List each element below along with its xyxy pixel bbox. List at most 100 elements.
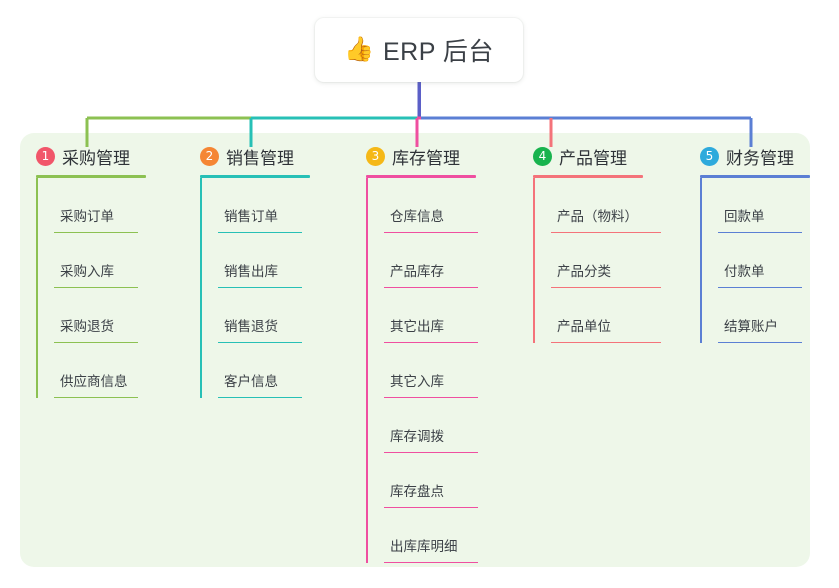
- list-item-label: 产品单位: [557, 319, 611, 334]
- column-1: 1 采购管理采购订单采购入库采购退货供应商信息: [36, 144, 146, 398]
- list-item-rule: [718, 286, 802, 288]
- list-item[interactable]: 回款单: [718, 178, 810, 233]
- column-header-4[interactable]: 4 产品管理: [533, 144, 643, 168]
- list-item[interactable]: 其它出库: [384, 288, 478, 343]
- list-item-label: 产品库存: [390, 264, 444, 279]
- list-item-label: 出库库明细: [390, 539, 458, 554]
- list-item-rule: [718, 341, 802, 343]
- list-item[interactable]: 采购订单: [54, 178, 146, 233]
- column-badge-1: 1: [36, 146, 55, 166]
- list-item-rule: [384, 451, 478, 453]
- list-item[interactable]: 产品分类: [551, 233, 661, 288]
- column-header-rule-4: [533, 175, 643, 178]
- list-item[interactable]: 销售订单: [218, 178, 310, 233]
- column-spine-4: [533, 178, 535, 343]
- list-item-rule: [718, 231, 802, 233]
- column-header-rule-1: [36, 175, 146, 178]
- list-item-rule: [384, 231, 478, 233]
- list-item-rule: [54, 286, 138, 288]
- column-spine-5: [700, 178, 702, 343]
- list-item[interactable]: 供应商信息: [54, 343, 146, 398]
- column-items-4: 产品（物料） 产品分类产品单位: [533, 178, 661, 343]
- column-items-1: 采购订单采购入库采购退货供应商信息: [36, 178, 146, 398]
- list-item-rule: [54, 396, 138, 398]
- column-badge-4: 4: [533, 146, 552, 166]
- column-spine-2: [200, 178, 202, 398]
- list-item-label: 产品（物料）: [557, 209, 638, 224]
- list-item-label: 供应商信息: [60, 374, 128, 389]
- list-item-rule: [218, 231, 302, 233]
- list-item[interactable]: 出库库明细: [384, 508, 478, 563]
- column-header-rule-3: [366, 175, 476, 178]
- list-item-label: 客户信息: [224, 374, 278, 389]
- list-item[interactable]: 付款单: [718, 233, 810, 288]
- list-item[interactable]: 客户信息: [218, 343, 310, 398]
- list-item-label: 销售出库: [224, 264, 278, 279]
- column-items-5: 回款单付款单结算账户: [700, 178, 810, 343]
- list-item-label: 回款单: [724, 209, 765, 224]
- list-item-label: 采购退货: [60, 319, 114, 334]
- list-item[interactable]: 库存盘点: [384, 453, 478, 508]
- column-title-2: 销售管理: [226, 148, 294, 168]
- root-node[interactable]: 👍 ERP 后台: [315, 18, 523, 82]
- list-item-rule: [218, 286, 302, 288]
- list-item-rule: [218, 341, 302, 343]
- list-item[interactable]: 采购退货: [54, 288, 146, 343]
- column-badge-5: 5: [700, 146, 719, 166]
- list-item[interactable]: 产品单位: [551, 288, 661, 343]
- content-panel: [20, 133, 810, 567]
- list-item[interactable]: 销售出库: [218, 233, 310, 288]
- root-title: ERP 后台: [382, 38, 494, 66]
- column-title-3: 库存管理: [392, 148, 460, 168]
- list-item-rule: [54, 341, 138, 343]
- list-item-label: 其它出库: [390, 319, 444, 334]
- list-item-rule: [218, 396, 302, 398]
- list-item[interactable]: 仓库信息: [384, 178, 478, 233]
- list-item-rule: [384, 341, 478, 343]
- list-item-label: 采购订单: [60, 209, 114, 224]
- list-item-label: 库存调拨: [390, 429, 444, 444]
- list-item[interactable]: 采购入库: [54, 233, 146, 288]
- list-item-label: 结算账户: [724, 319, 778, 334]
- list-item-rule: [551, 286, 661, 288]
- list-item[interactable]: 其它入库: [384, 343, 478, 398]
- column-items-3: 仓库信息产品库存其它出库其它入库库存调拨库存盘点出库库明细: [366, 178, 478, 563]
- column-header-2[interactable]: 2 销售管理: [200, 144, 310, 168]
- column-spine-1: [36, 178, 38, 398]
- column-badge-2: 2: [200, 146, 219, 166]
- column-title-5: 财务管理: [726, 148, 794, 168]
- column-header-5[interactable]: 5 财务管理: [700, 144, 810, 168]
- column-3: 3 库存管理仓库信息产品库存其它出库其它入库库存调拨库存盘点出库库明细: [366, 144, 478, 563]
- column-header-3[interactable]: 3 库存管理: [366, 144, 476, 168]
- list-item-label: 付款单: [724, 264, 765, 279]
- list-item-label: 其它入库: [390, 374, 444, 389]
- column-4: 4 产品管理产品（物料） 产品分类产品单位: [533, 144, 661, 343]
- list-item-rule: [384, 396, 478, 398]
- list-item-rule: [54, 231, 138, 233]
- list-item-rule: [551, 231, 661, 233]
- column-2: 2 销售管理销售订单销售出库销售退货客户信息: [200, 144, 310, 398]
- list-item-rule: [384, 506, 478, 508]
- column-header-rule-5: [700, 175, 810, 178]
- column-badge-3: 3: [366, 146, 385, 166]
- list-item[interactable]: 库存调拨: [384, 398, 478, 453]
- list-item-rule: [384, 561, 478, 563]
- list-item-label: 库存盘点: [390, 484, 444, 499]
- list-item-label: 产品分类: [557, 264, 611, 279]
- column-spine-3: [366, 178, 368, 563]
- column-5: 5 财务管理回款单付款单结算账户: [700, 144, 810, 343]
- list-item-label: 采购入库: [60, 264, 114, 279]
- list-item-label: 销售退货: [224, 319, 278, 334]
- list-item[interactable]: 产品（物料）: [551, 178, 661, 233]
- column-header-rule-2: [200, 175, 310, 178]
- list-item[interactable]: 结算账户: [718, 288, 810, 343]
- list-item[interactable]: 销售退货: [218, 288, 310, 343]
- list-item-rule: [551, 341, 661, 343]
- column-header-1[interactable]: 1 采购管理: [36, 144, 146, 168]
- list-item[interactable]: 产品库存: [384, 233, 478, 288]
- list-item-rule: [384, 286, 478, 288]
- column-title-4: 产品管理: [559, 148, 627, 168]
- column-title-1: 采购管理: [62, 148, 130, 168]
- list-item-label: 仓库信息: [390, 209, 444, 224]
